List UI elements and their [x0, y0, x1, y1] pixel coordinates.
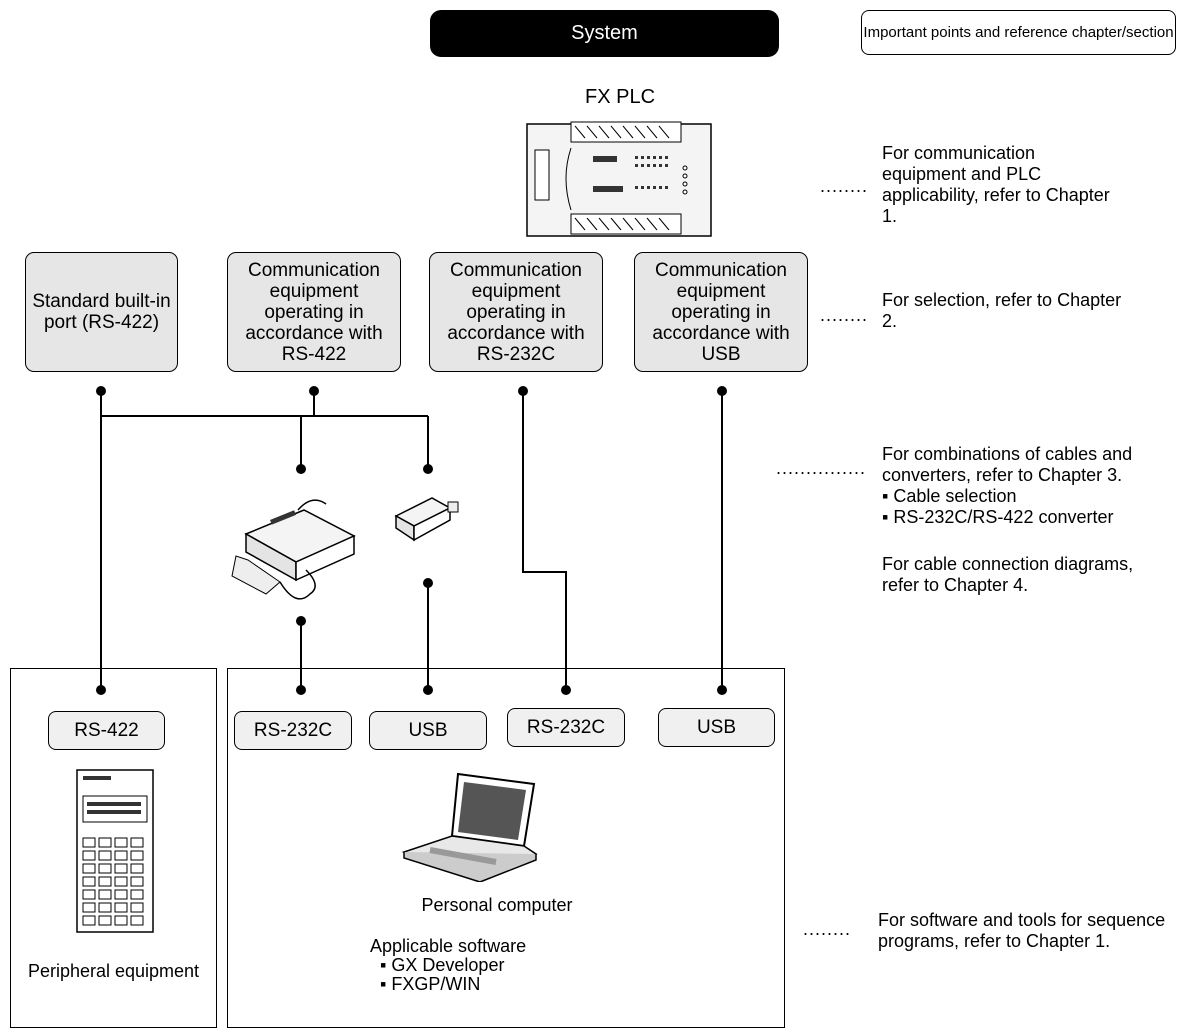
note-plc: For communication equipment and PLC appl…: [882, 143, 1110, 226]
system-header: System: [430, 10, 779, 57]
junction-dot: [717, 685, 727, 695]
junction-dot: [296, 616, 306, 626]
handheld-programmer-illustration: [76, 769, 154, 933]
personal-computer-illustration: [401, 772, 538, 882]
junction-dot: [518, 386, 528, 396]
note-cables-item-1: ▪ Cable selection: [882, 486, 1017, 506]
junction-dot: [296, 685, 306, 695]
software-item-1: ▪ GX Developer: [380, 955, 505, 975]
plc-illustration: [526, 121, 712, 237]
port-rs422: RS-422: [48, 711, 165, 750]
junction-dot: [423, 464, 433, 474]
leader-dots: ........: [820, 305, 869, 325]
port-standard: Standard built-in port (RS-422): [25, 252, 178, 372]
software-list: Applicable software ▪ GX Developer ▪ FXG…: [370, 937, 526, 994]
note-cables-intro: For combinations of cables and converter…: [882, 444, 1133, 485]
leader-dots: ........: [803, 919, 852, 939]
port-usb-2: USB: [658, 708, 775, 747]
junction-dot: [717, 386, 727, 396]
junction-dot: [296, 464, 306, 474]
port-rs232c-1: RS-232C: [234, 711, 352, 750]
reference-header: Important points and reference chapter/s…: [861, 10, 1176, 55]
peripheral-label: Peripheral equipment: [27, 961, 200, 981]
junction-dot: [309, 386, 319, 396]
note-cables: For combinations of cables and converter…: [882, 444, 1172, 528]
leader-dots: ........: [820, 176, 869, 196]
software-item-2: ▪ FXGP/WIN: [380, 974, 481, 994]
plc-label: FX PLC: [585, 86, 656, 108]
rs232c-rs422-converter-illustration: [231, 499, 356, 600]
pc-label: Personal computer: [421, 895, 573, 915]
port-rs422-equipment: Communication equipment operating in acc…: [227, 252, 401, 372]
note-connection: For cable connection diagrams, refer to …: [882, 554, 1134, 595]
junction-dot: [96, 386, 106, 396]
note-selection: For selection, refer to Chapter 2.: [882, 290, 1122, 331]
port-rs232c-2: RS-232C: [507, 708, 625, 747]
junction-dot: [561, 685, 571, 695]
port-usb-1: USB: [369, 711, 487, 750]
software-title: Applicable software: [370, 936, 527, 956]
junction-dot: [423, 685, 433, 695]
note-cables-item-2: ▪ RS-232C/RS-422 converter: [882, 507, 1114, 527]
note-software: For software and tools for sequence prog…: [878, 910, 1166, 951]
junction-dot: [423, 578, 433, 588]
port-rs232c-equipment: Communication equipment operating in acc…: [429, 252, 603, 372]
port-usb-equipment: Communication equipment operating in acc…: [634, 252, 808, 372]
junction-dot: [96, 685, 106, 695]
usb-converter-illustration: [394, 497, 459, 542]
leader-dots: ...............: [776, 458, 867, 478]
